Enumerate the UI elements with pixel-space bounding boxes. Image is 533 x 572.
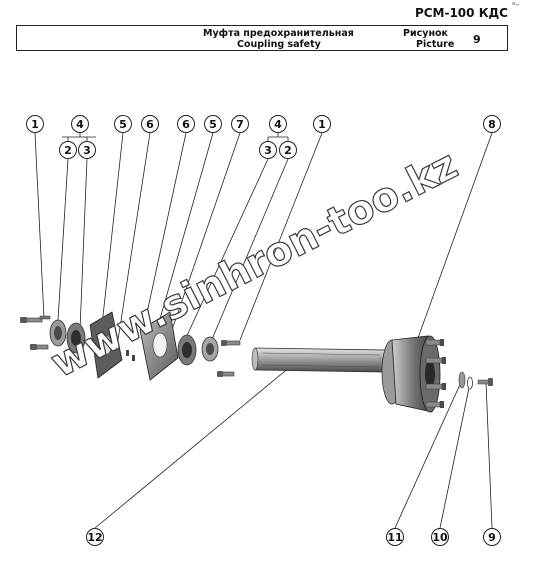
callout-label: 4 [76,118,84,131]
callout-circle [86,528,104,546]
callout-circle [431,528,449,546]
leader-lines [34,132,493,529]
callout-label: 4 [274,118,282,131]
title-russian: Муфта предохранительная [203,28,354,39]
callout-circle [269,115,287,133]
callout-label: 2 [64,144,72,157]
callout-circle [386,528,404,546]
end-fasteners [458,371,493,390]
callout-5: 5 [204,115,222,133]
right-friction-plate [139,311,179,381]
callout-6: 6 [177,115,195,133]
callout-9: 9 [483,528,501,546]
callout-circle [78,141,96,159]
callout-1: 1 [26,115,44,133]
callout-12: 12 [86,528,104,546]
title-english: Coupling safety [237,39,321,50]
callout-5: 5 [114,115,132,133]
corner-mark: ᵃ– [512,0,520,9]
picture-label-russian: Рисунок [403,28,448,39]
callout-circle [483,115,501,133]
callout-circle [114,115,132,133]
callout-circle [59,141,77,159]
callout-label: 11 [387,531,402,544]
right-bushing [177,334,219,366]
document-code: РСМ-100 КДС [414,6,508,20]
callout-4: 4 [269,115,287,133]
splined-shaft [251,347,386,373]
callout-2: 2 [279,141,297,159]
callout-label: 2 [284,144,292,157]
callout-circle [71,115,89,133]
callout-label: 9 [488,531,496,544]
callout-circle [177,115,195,133]
callout-label: 10 [432,531,448,544]
callout-11: 11 [386,528,404,546]
callout-3: 3 [259,141,277,159]
callout-label: 6 [182,118,190,131]
callout-label: 12 [87,531,102,544]
callout-label: 1 [318,118,326,131]
callout-2: 2 [59,141,77,159]
callout-label: 3 [264,144,272,157]
callout-circle [483,528,501,546]
left-bolts [20,315,51,350]
callout-label: 1 [31,118,39,131]
small-pins [126,350,135,361]
callout-label: 7 [236,118,244,131]
coupling-hub [381,335,446,413]
picture-number: 9 [473,33,481,46]
callout-4: 4 [71,115,89,133]
callout-label: 8 [488,118,496,131]
callout-3: 3 [78,141,96,159]
left-friction-plate [89,311,123,379]
title-block: Муфта предохранительная Coupling safety … [16,25,508,51]
callout-7: 7 [231,115,249,133]
callout-circle [231,115,249,133]
callout-label: 3 [83,144,91,157]
callout-6: 6 [141,115,159,133]
callout-label: 5 [119,118,127,131]
callout-8: 8 [483,115,501,133]
callout-label: 5 [209,118,217,131]
callout-circle [204,115,222,133]
callout-10: 10 [431,528,449,546]
callout-circle [141,115,159,133]
picture-label-english: Picture [416,39,455,50]
callout-circle [279,141,297,159]
callout-circle [313,115,331,133]
callout-label: 6 [146,118,154,131]
callout-1: 1 [313,115,331,133]
left-bushing [49,319,86,354]
right-bolts [217,340,241,377]
callout-circle [26,115,44,133]
callout-circle [259,141,277,159]
